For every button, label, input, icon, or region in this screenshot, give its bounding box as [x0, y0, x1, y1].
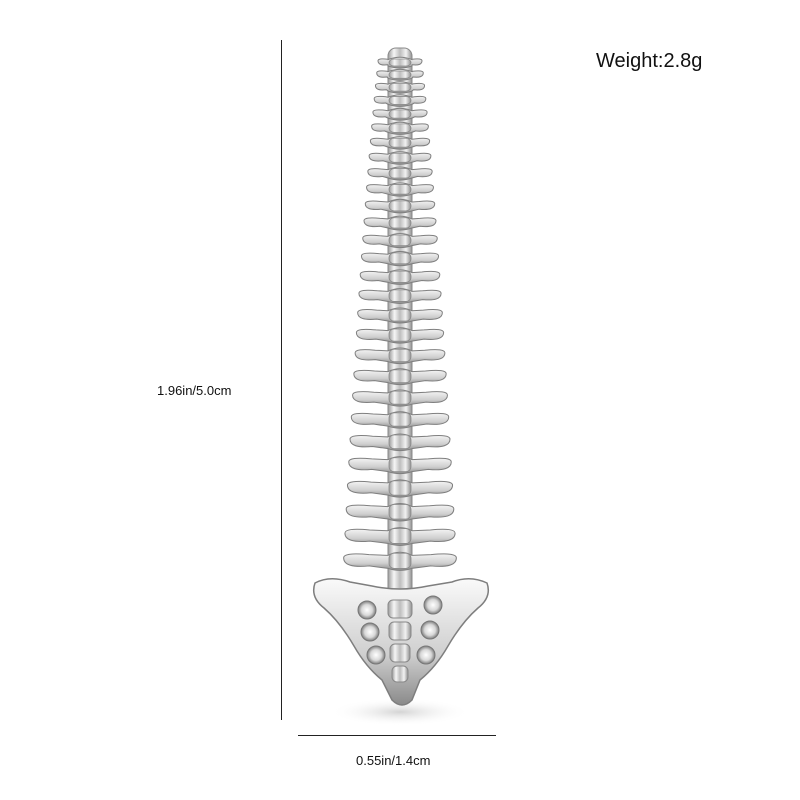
vertebra-body [388, 184, 412, 195]
vertebra [358, 288, 442, 304]
height-label: 1.96in/5.0cm [157, 383, 232, 398]
vertebra [352, 389, 448, 407]
rhinestones [357, 595, 443, 665]
vertebra-body [388, 137, 412, 148]
sacral-segment [387, 599, 413, 619]
vertebra [376, 68, 424, 81]
vertebra [364, 198, 436, 214]
vertebra [362, 233, 438, 249]
vertebra-body [388, 270, 412, 283]
vertebra-body [388, 480, 412, 496]
rhinestone [423, 595, 443, 615]
vertebra [363, 215, 437, 231]
vertebra [371, 121, 429, 135]
vertebra-body [388, 109, 412, 119]
rhinestone [366, 645, 386, 665]
width-label: 0.55in/1.4cm [356, 753, 431, 768]
weight-label: Weight:2.8g [596, 50, 703, 72]
vertebra [360, 251, 440, 267]
vertebra-body [388, 200, 412, 212]
vertebra-body [388, 234, 412, 247]
vertebra [372, 107, 428, 121]
rhinestone [420, 620, 440, 640]
width-dimension-line [298, 735, 496, 736]
vertebrae [343, 56, 457, 571]
vertebra [354, 347, 446, 365]
vertebra [346, 479, 454, 498]
vertebra-body [388, 348, 412, 363]
vertebra [373, 94, 427, 107]
vertebra-body [388, 217, 412, 229]
vertebra [369, 136, 431, 150]
vertebra-body [388, 328, 412, 342]
vertebra-body [388, 504, 412, 520]
vertebra-body [388, 369, 412, 384]
vertebra [366, 182, 434, 197]
vertebra-body [388, 83, 412, 92]
vertebra [359, 269, 441, 285]
vertebra [357, 307, 443, 324]
vertebra [377, 56, 423, 69]
vertebra-body [388, 552, 412, 569]
vertebra [353, 368, 447, 386]
vertebra [349, 433, 451, 452]
vertebra-body [388, 457, 412, 473]
vertebra [343, 551, 457, 571]
vertebra-body [388, 70, 412, 79]
vertebra-body [388, 168, 412, 179]
vertebra [355, 327, 445, 344]
vertebra-body [388, 152, 412, 163]
vertebra-body [388, 412, 412, 427]
vertebra-body [388, 308, 412, 322]
vertebra-body [388, 434, 412, 450]
drop-shadow [330, 698, 470, 726]
vertebra [344, 527, 456, 546]
vertebra [350, 411, 450, 429]
rhinestone [416, 645, 436, 665]
sacral-segment [388, 621, 412, 641]
sacral-segment [391, 665, 409, 683]
vertebra-body [388, 252, 412, 265]
sacral-segment [389, 643, 411, 663]
vertebra-body [388, 96, 412, 105]
vertebra-body [388, 58, 412, 67]
vertebra-body [388, 528, 412, 544]
vertebra-body [388, 123, 412, 133]
rhinestone [357, 600, 377, 620]
vertebra-body [388, 289, 412, 302]
vertebra [368, 151, 432, 165]
sacrum-base [312, 578, 490, 706]
vertebra [367, 166, 433, 181]
rhinestone [360, 622, 380, 642]
height-dimension-line [281, 40, 282, 720]
vertebra [345, 503, 455, 522]
vertebra [348, 456, 452, 475]
vertebra [374, 81, 426, 94]
vertebra-body [388, 390, 412, 405]
